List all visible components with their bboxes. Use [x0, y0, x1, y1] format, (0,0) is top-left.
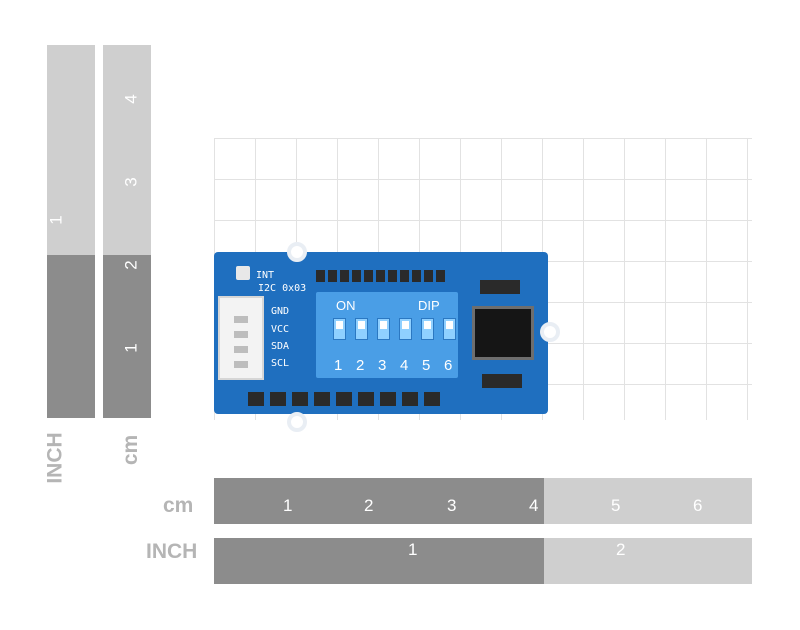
horizontal-inch-unit-label: INCH: [146, 540, 198, 563]
horizontal-cm-ruler-dark: [214, 478, 544, 524]
horizontal-inch-ruler-light: [544, 538, 752, 584]
vertical-inch-ruler-dark: [47, 255, 95, 418]
dip-switch-number-1: 1: [334, 357, 343, 374]
resistor-array-top: [316, 270, 448, 282]
vertical-inch-unit-label: INCH: [43, 432, 67, 484]
horizontal-inch-tick-1: 1: [408, 540, 418, 559]
dip-switch-number-5: 5: [422, 357, 431, 374]
mounting-hole-top: [287, 242, 307, 262]
ic-chip: [472, 306, 534, 360]
mounting-hole-bottom: [287, 412, 307, 432]
vcc-label: VCC: [271, 324, 290, 335]
horizontal-cm-ruler-light: [544, 478, 752, 524]
dip-switch-number-2: 2: [356, 357, 365, 374]
sda-label: SDA: [271, 341, 290, 352]
dip-switch-number-4: 4: [400, 357, 409, 374]
horizontal-cm-tick-1: 1: [283, 496, 293, 515]
scl-label: SCL: [271, 358, 290, 369]
dip-switch-6[interactable]: [443, 318, 456, 340]
vertical-cm-tick-4: 4: [121, 94, 141, 104]
vertical-cm-tick-1: 1: [121, 343, 141, 353]
i2c-address-label: I2C 0x03: [258, 283, 307, 294]
pcb-board: INT I2C 0x03 GND VCC SDA SCL: [214, 242, 560, 432]
grove-connector: [218, 296, 264, 380]
dip-switch-number-3: 3: [378, 357, 387, 374]
dip-switch-1[interactable]: [333, 318, 346, 340]
dip-switch-4[interactable]: [399, 318, 412, 340]
horizontal-cm-tick-5: 5: [611, 496, 621, 515]
horizontal-cm-tick-2: 2: [364, 496, 374, 515]
vertical-cm-tick-3: 3: [121, 177, 141, 187]
ic-capacitor-bottom: [482, 374, 522, 388]
dip-switch-5[interactable]: [421, 318, 434, 340]
vertical-cm-tick-2: 2: [121, 260, 141, 270]
dip-on-label: ON: [336, 298, 356, 313]
vertical-cm-unit-label: cm: [119, 434, 143, 466]
horizontal-cm-tick-4: 4: [529, 496, 539, 515]
dip-switch-3[interactable]: [377, 318, 390, 340]
vertical-inch-tick-1: 1: [46, 215, 66, 225]
bottom-components: [248, 392, 444, 406]
vertical-inch-ruler-light: [47, 45, 95, 255]
horizontal-cm-tick-3: 3: [447, 496, 457, 515]
horizontal-inch-ruler-dark: [214, 538, 544, 584]
horizontal-cm-unit-label: cm: [163, 494, 194, 517]
dip-switch: ON DIP 1 2 3 4 5 6: [316, 292, 458, 378]
vertical-cm-ruler-dark: [103, 255, 151, 418]
horizontal-inch-tick-2: 2: [616, 540, 626, 559]
dip-label: DIP: [418, 298, 440, 313]
dip-switch-number-6: 6: [444, 357, 453, 374]
gnd-label: GND: [271, 306, 290, 317]
horizontal-cm-tick-6: 6: [693, 496, 703, 515]
dip-switch-2[interactable]: [355, 318, 368, 340]
int-label: INT: [256, 270, 275, 281]
mounting-hole-right: [540, 322, 560, 342]
int-pad: [236, 266, 250, 280]
ic-capacitor-top: [480, 280, 520, 294]
vertical-cm-ruler-light: [103, 45, 151, 255]
connector-pins: [234, 308, 248, 368]
